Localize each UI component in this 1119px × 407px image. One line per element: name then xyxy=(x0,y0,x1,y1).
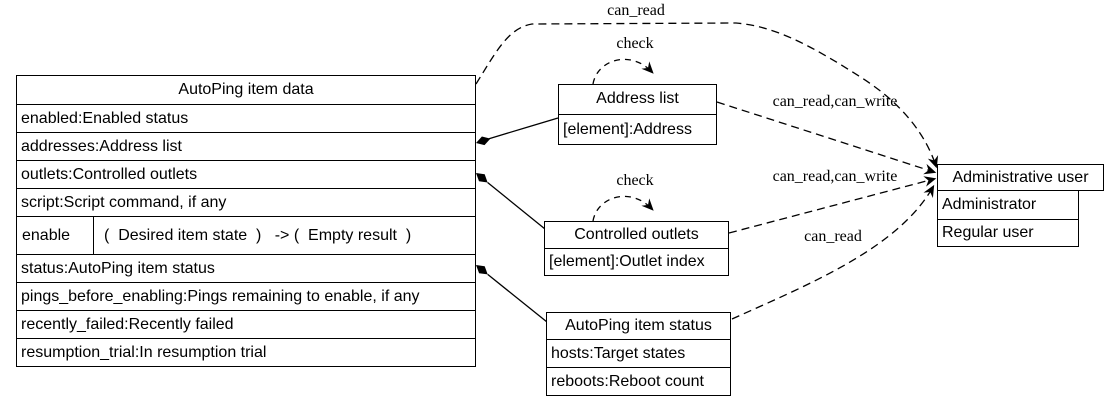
edge-label-check-outlets: check xyxy=(616,172,654,189)
method-enable-name: enable xyxy=(17,217,94,254)
attribute-element-address: [element]:Address xyxy=(559,114,716,144)
attribute-addresses: addresses:Address list xyxy=(17,132,475,160)
administrative-user-class: Administrative user Administrator Regula… xyxy=(937,164,1104,247)
administrative-user-title: Administrative user xyxy=(937,164,1104,191)
autoping-item-data-class: AutoPing item data enabled:Enabled statu… xyxy=(16,75,476,367)
edge-label-can-read-write-outlets: can_read,can_write xyxy=(772,168,898,185)
address-list-class: Address list [element]:Address xyxy=(558,84,717,145)
attribute-outlets: outlets:Controlled outlets xyxy=(17,160,475,188)
edge-label-can-read-write-address: can_read,can_write xyxy=(772,93,898,110)
method-enable-signature: ( Desired item state ) -> ( Empty result… xyxy=(104,227,412,244)
composition-line-status xyxy=(487,273,548,323)
user-role-administrator: Administrator xyxy=(942,196,1037,213)
edge-can-read-status xyxy=(731,184,935,320)
composition-diamond-addresses xyxy=(476,136,491,146)
check-loop-outlets-arc xyxy=(592,195,654,222)
controlled-outlets-title: Controlled outlets xyxy=(574,226,699,243)
address-list-title: Address list xyxy=(596,90,679,107)
autoping-item-status-title: AutoPing item status xyxy=(565,317,712,334)
composition-line-addresses xyxy=(488,117,559,140)
attribute-resumption-trial: resumption_trial:In resumption trial xyxy=(17,338,475,366)
edge-label-can-read-top: can_read xyxy=(607,2,665,19)
composition-line-outlets xyxy=(487,181,546,230)
autoping-item-status-class: AutoPing item status hosts:Target states… xyxy=(546,312,731,396)
edge-can-read-top xyxy=(475,22,939,169)
edge-label-check-address: check xyxy=(616,35,654,52)
autoping-item-data-title: AutoPing item data xyxy=(178,81,314,98)
method-enable: enable ( Desired item state ) -> ( Empty… xyxy=(17,216,475,254)
attribute-script: script:Script command, if any xyxy=(17,188,475,216)
check-loop-address-arc xyxy=(592,58,654,85)
attribute-element-outlet-index: [element]:Outlet index xyxy=(545,248,728,275)
edge-can-read-write-address xyxy=(716,101,937,175)
attribute-enabled: enabled:Enabled status xyxy=(17,104,475,132)
attribute-hosts: hosts:Target states xyxy=(547,339,730,367)
administrative-user-rows: Administrator Regular user xyxy=(937,190,1079,247)
user-role-regular-user: Regular user xyxy=(938,219,1078,246)
attribute-recently-failed: recently_failed:Recently failed xyxy=(17,310,475,338)
attribute-status: status:AutoPing item status xyxy=(17,254,475,282)
composition-diamond-outlets xyxy=(476,173,488,183)
edge-can-read-write-outlets xyxy=(728,176,937,234)
attribute-pings-before-enabling: pings_before_enabling:Pings remaining to… xyxy=(17,282,475,310)
edge-label-can-read-status: can_read xyxy=(804,228,862,245)
composition-diamond-status xyxy=(476,265,488,275)
attribute-reboots: reboots:Reboot count xyxy=(547,367,730,395)
controlled-outlets-class: Controlled outlets [element]:Outlet inde… xyxy=(544,221,729,276)
